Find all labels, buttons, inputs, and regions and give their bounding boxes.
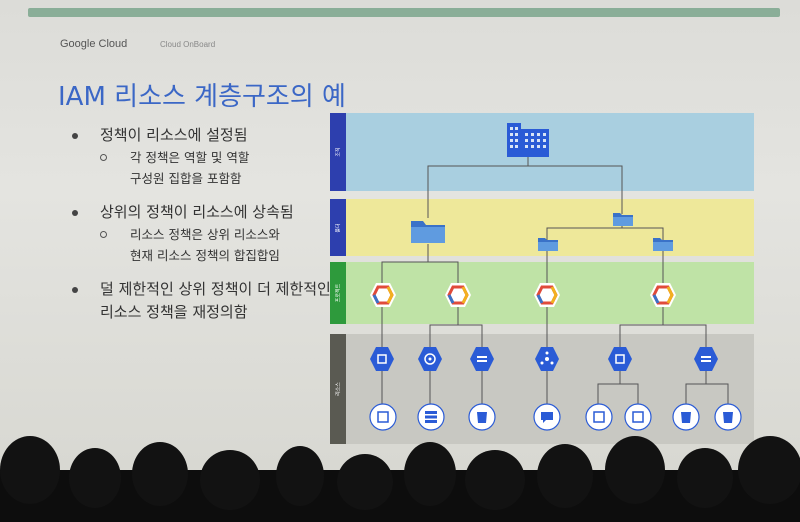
folder-icon xyxy=(538,238,558,251)
project-hexagon-icon xyxy=(534,283,560,307)
folder-icon xyxy=(613,213,633,226)
bucket-icon xyxy=(672,403,700,431)
bullet-list: 정책이 리소스에 설정됨 각 정책은 역할 및 역할 구성원 집합을 포함함 상… xyxy=(70,124,331,336)
slide-top-bar xyxy=(28,8,780,17)
sub-bullet-dot xyxy=(100,154,107,161)
sub-brand-text: Cloud OnBoard xyxy=(160,40,216,49)
sub-bullet-line: 리소스 정책은 상위 리소스와 xyxy=(130,227,280,242)
slide-title: IAM 리소스 계층구조의 예 xyxy=(58,82,346,112)
bucket-icon xyxy=(714,403,742,431)
cloud-storage-icon xyxy=(470,347,494,371)
sub-bullet: 리소스 정책은 상위 리소스와 현재 리소스 정책의 합집합임 xyxy=(100,224,330,266)
sub-bullet: 각 정책은 역할 및 역할 구성원 집합을 포함함 xyxy=(100,147,330,189)
folder-icon xyxy=(411,221,445,243)
band-label-tab: 폴더 xyxy=(330,199,346,256)
project-hexagon-icon xyxy=(650,283,676,307)
project-hexagon-icon xyxy=(445,283,471,307)
sub-bullet-dot xyxy=(100,231,107,238)
brand-logo-text: Google Cloud xyxy=(60,38,128,50)
vm-instance-icon xyxy=(369,403,397,431)
topic-icon xyxy=(533,403,561,431)
audience-silhouettes xyxy=(0,436,800,522)
hierarchy-connectors xyxy=(381,150,729,404)
compute-engine-icon xyxy=(608,347,632,371)
band-label-tab: 조직 xyxy=(330,113,346,191)
pubsub-icon xyxy=(535,347,559,371)
band-label-tab: 프로젝트 xyxy=(330,262,346,324)
bullet-text: 상위의 정책이 리소스에 상속됨 xyxy=(100,203,294,221)
vm-instance-icon xyxy=(624,403,652,431)
folder-icon xyxy=(653,238,673,251)
bullet-text: 덜 제한적인 상위 정책이 더 제한적인 리소스 정책을 재정의함 xyxy=(100,280,331,321)
compute-engine-icon xyxy=(370,347,394,371)
sub-bullet-line: 구성원 집합을 포함함 xyxy=(130,171,242,186)
bullet-item: 상위의 정책이 리소스에 상속됨 리소스 정책은 상위 리소스와 현재 리소스 … xyxy=(70,201,330,266)
bucket-icon xyxy=(468,403,496,431)
project-hexagon-icon xyxy=(370,283,396,307)
sub-bullet-line: 각 정책은 역할 및 역할 xyxy=(130,150,250,165)
band-label-tab: 리소스 xyxy=(330,334,346,444)
organization-building-icon xyxy=(507,123,549,157)
presentation-slide: Google Cloud Cloud OnBoard IAM 리소스 계층구조의… xyxy=(0,0,800,470)
bullet-item: 정책이 리소스에 설정됨 각 정책은 역할 및 역할 구성원 집합을 포함함 xyxy=(70,124,330,189)
bullet-text: 정책이 리소스에 설정됨 xyxy=(100,126,248,144)
vm-instance-icon xyxy=(585,403,613,431)
bullet-item: 덜 제한적인 상위 정책이 더 제한적인 리소스 정책을 재정의함 xyxy=(70,278,340,324)
cloud-storage-icon xyxy=(694,347,718,371)
app-engine-icon xyxy=(418,347,442,371)
storage-disk-icon xyxy=(417,403,445,431)
sub-bullet-line: 현재 리소스 정책의 합집합임 xyxy=(130,248,280,263)
